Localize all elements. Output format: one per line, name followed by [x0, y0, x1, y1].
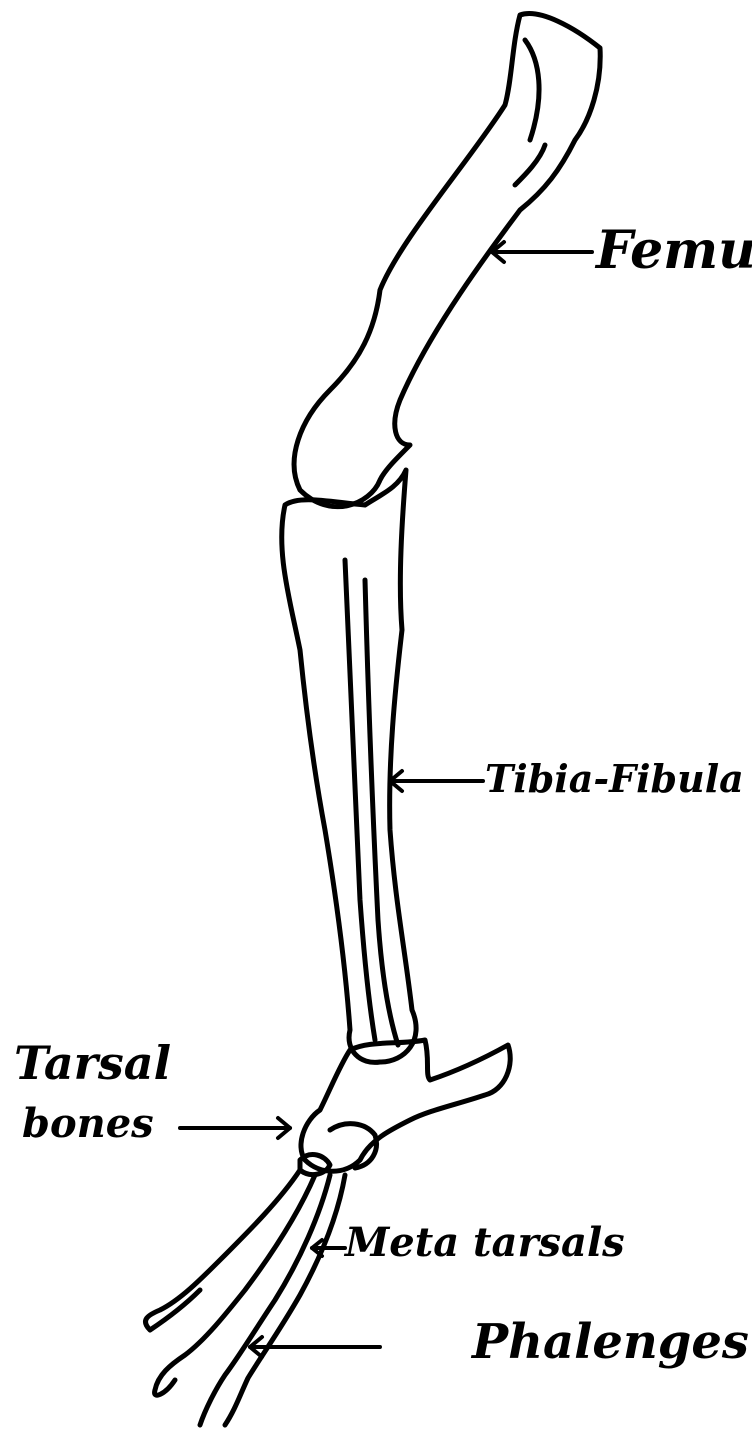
metatarsals-label: Meta tarsals: [345, 1223, 625, 1263]
phalanges-label: Phalenges: [472, 1318, 749, 1366]
femur-arrow: [492, 242, 592, 262]
tarsal-bones-label-line1: Tarsal: [14, 1040, 171, 1086]
tarsal-bones: [300, 1040, 510, 1175]
tarsal-bones-label-line2: bones: [22, 1104, 154, 1144]
metatarsals-and-phalanges: [145, 1170, 345, 1425]
metatarsals-arrow: [312, 1240, 345, 1256]
femur-bone: [294, 14, 600, 507]
tibia-fibula-arrow: [390, 771, 483, 791]
tibia-fibula-bone: [282, 470, 416, 1062]
tarsal-bones-arrow: [180, 1118, 290, 1138]
tibia-fibula-label: Tibia-Fibula: [485, 760, 744, 798]
femur-label: Femur: [596, 225, 752, 277]
